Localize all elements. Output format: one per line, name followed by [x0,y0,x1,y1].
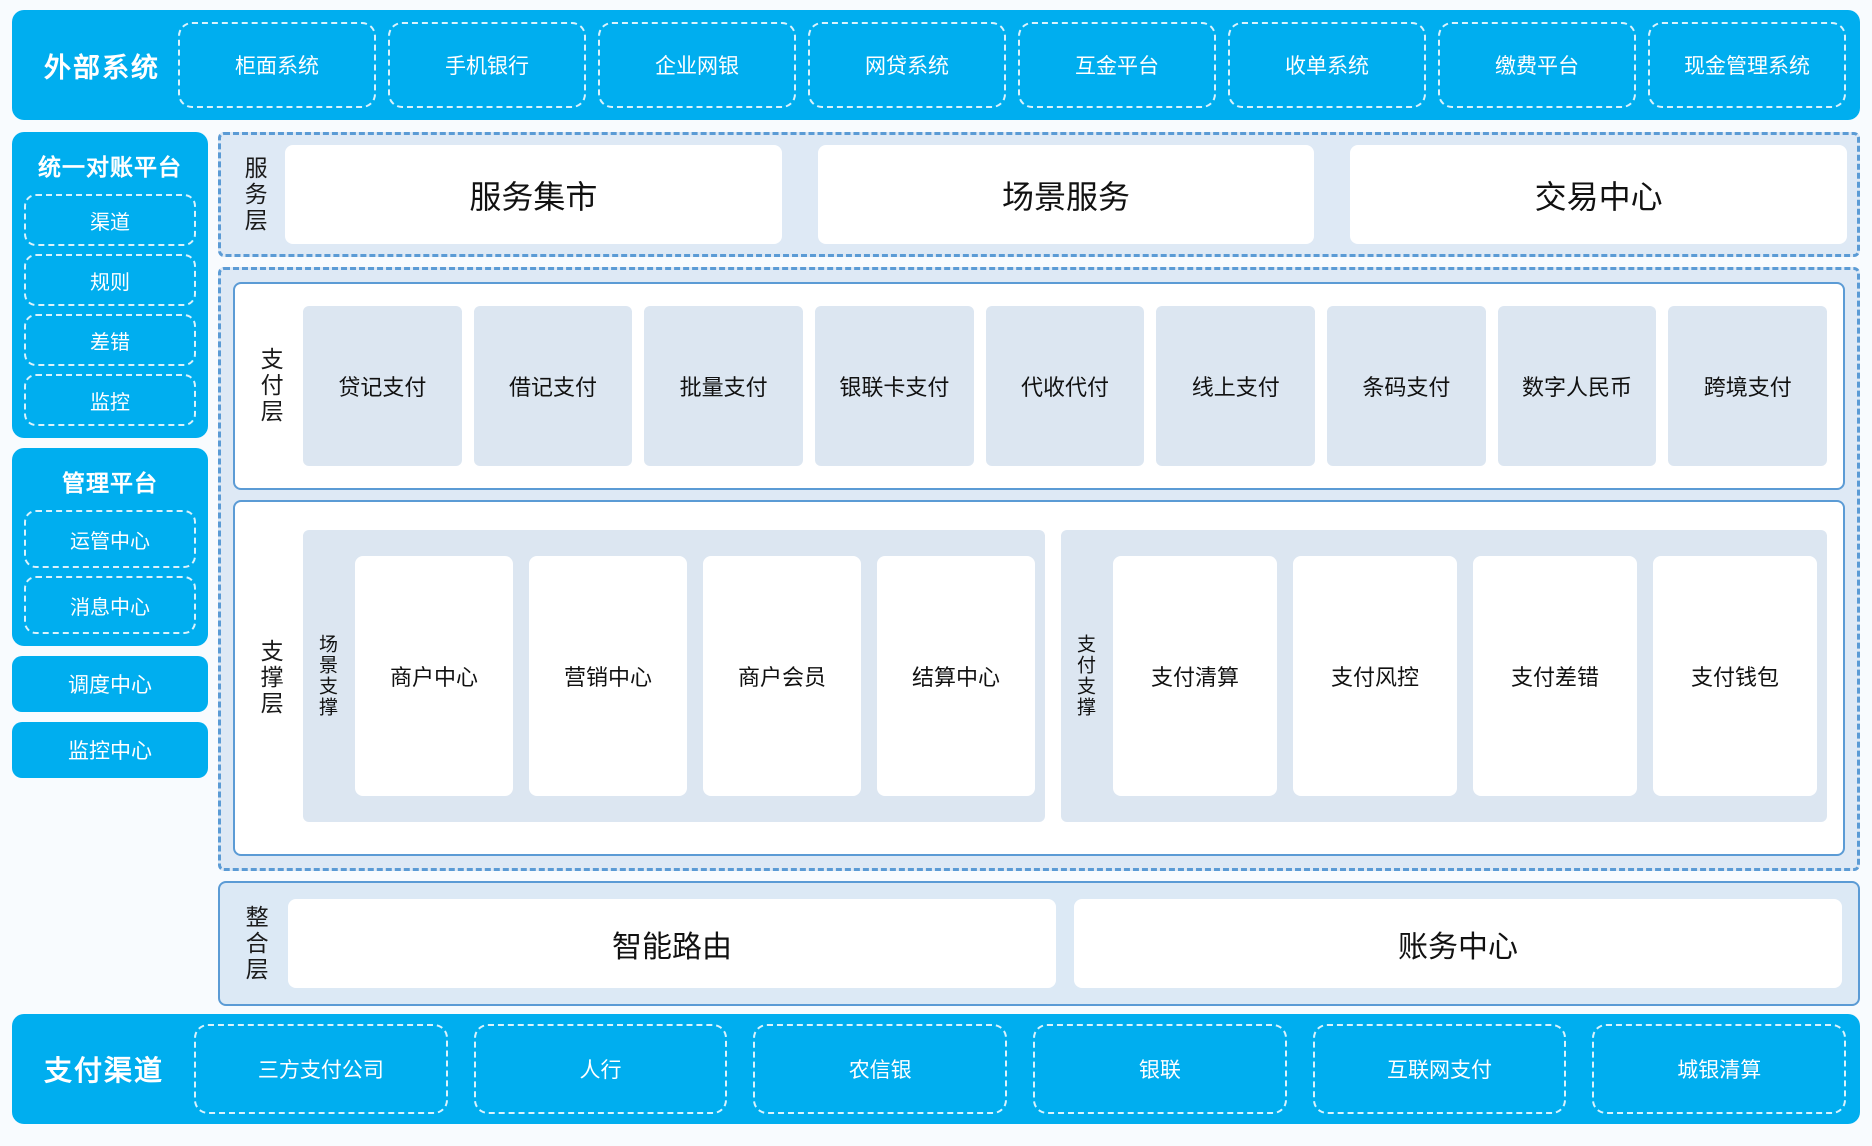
support-card-payment-error[interactable]: 支付差错 [1473,556,1637,796]
sidebar: 统一对账平台 渠道 规则 差错 监控 管理平台 运管中心 消息中心 调度中心 监… [12,132,208,1006]
payment-channel-unionpay[interactable]: 银联 [1033,1024,1287,1114]
payment-item-debit[interactable]: 借记支付 [473,306,633,466]
payment-channel-pboc[interactable]: 人行 [473,1024,728,1114]
payment-layer-items: 贷记支付 借记支付 批量支付 银联卡支付 代收代付 线上支付 条码支付 数字人民… [293,294,1831,478]
external-system-item[interactable]: 互金平台 [1018,22,1216,108]
management-item-message[interactable]: 消息中心 [24,576,196,634]
payment-item-credit[interactable]: 贷记支付 [303,306,462,466]
external-systems-band: 外部系统 柜面系统 手机银行 企业网银 网贷系统 互金平台 收单系统 缴费平台 … [12,10,1860,120]
management-item-operations[interactable]: 运管中心 [24,510,196,568]
sidebar-item-monitoring-center[interactable]: 监控中心 [12,722,208,778]
payment-channels-title: 支付渠道 [44,1055,165,1086]
reconcile-item-monitor[interactable]: 监控 [24,374,196,426]
management-platform-panel: 管理平台 运管中心 消息中心 [12,448,208,646]
support-card-merchant-member[interactable]: 商户会员 [703,556,861,796]
external-system-item[interactable]: 企业网银 [598,22,796,108]
support-group-scenario: 场景支撑 商户中心 营销中心 商户会员 结算中心 [303,530,1045,822]
service-card-market[interactable]: 服务集市 [285,145,782,244]
payment-channels-band: 支付渠道 三方支付公司 人行 农信银 银联 互联网支付 城银清算 [12,1014,1860,1124]
integration-card-accounting-center[interactable]: 账务中心 [1074,899,1842,988]
external-system-item[interactable]: 手机银行 [388,22,586,108]
support-group-payment: 支付支撑 支付清算 支付风控 支付差错 支付钱包 [1061,530,1827,822]
service-card-transaction[interactable]: 交易中心 [1350,145,1848,244]
support-card-merchant-center[interactable]: 商户中心 [355,556,513,796]
core-layers-container: 支付层 贷记支付 借记支付 批量支付 银联卡支付 代收代付 线上支付 条码支付 … [218,267,1860,871]
support-group-payment-label: 支付支撑 [1073,634,1095,718]
support-group-scenario-label: 场景支撑 [315,634,337,718]
sidebar-item-scheduling-center[interactable]: 调度中心 [12,656,208,712]
support-card-settlement-center[interactable]: 结算中心 [877,556,1035,796]
reconcile-item-channel[interactable]: 渠道 [24,194,196,246]
payment-channel-third-party[interactable]: 三方支付公司 [194,1024,448,1114]
payment-item-batch[interactable]: 批量支付 [644,306,804,466]
payment-item-unionpay-card[interactable]: 银联卡支付 [815,306,974,466]
support-group-scenario-cards: 商户中心 营销中心 商户会员 结算中心 [355,538,1035,814]
management-platform-title: 管理平台 [62,470,158,496]
reconcile-item-rule[interactable]: 规则 [24,254,196,306]
service-layer: 服务层 服务集市 场景服务 交易中心 [218,132,1860,257]
integration-layer-cards: 智能路由 账务中心 [278,893,1846,994]
payment-item-cross-border[interactable]: 跨境支付 [1668,306,1828,466]
support-card-payment-wallet[interactable]: 支付钱包 [1653,556,1817,796]
payment-item-digital-rmb[interactable]: 数字人民币 [1497,306,1657,466]
external-system-item[interactable]: 缴费平台 [1438,22,1636,108]
reconcile-platform-title: 统一对账平台 [38,154,182,180]
reconcile-platform-panel: 统一对账平台 渠道 规则 差错 监控 [12,132,208,438]
support-group-payment-cards: 支付清算 支付风控 支付差错 支付钱包 [1113,538,1817,814]
integration-card-smart-routing[interactable]: 智能路由 [288,899,1056,988]
integration-layer-label: 整合层 [242,904,269,983]
payment-item-online[interactable]: 线上支付 [1156,306,1316,466]
external-systems-title: 外部系统 [44,52,160,83]
payment-channel-city-bank-clearing[interactable]: 城银清算 [1592,1024,1847,1114]
service-layer-cards: 服务集市 场景服务 交易中心 [277,145,1848,244]
external-system-item[interactable]: 收单系统 [1228,22,1426,108]
payment-layer-label: 支付层 [257,347,284,425]
support-card-payment-clearing[interactable]: 支付清算 [1113,556,1277,796]
external-system-item[interactable]: 柜面系统 [178,22,376,108]
support-layer: 支撑层 场景支撑 商户中心 营销中心 商户会员 结算中心 [233,500,1845,856]
external-system-item[interactable]: 网贷系统 [808,22,1006,108]
support-layer-groups: 场景支撑 商户中心 营销中心 商户会员 结算中心 支付支撑 支付清算 [293,512,1831,844]
support-layer-label: 支撑层 [257,639,284,717]
payment-channels-items: 三方支付公司 人行 农信银 银联 互联网支付 城银清算 [194,1014,1847,1124]
support-card-payment-risk[interactable]: 支付风控 [1293,556,1457,796]
external-systems-items: 柜面系统 手机银行 企业网银 网贷系统 互金平台 收单系统 缴费平台 现金管理系… [178,10,1846,120]
reconcile-item-error[interactable]: 差错 [24,314,196,366]
support-card-marketing-center[interactable]: 营销中心 [529,556,687,796]
payment-channel-internet-payment[interactable]: 互联网支付 [1312,1024,1567,1114]
external-system-item[interactable]: 现金管理系统 [1648,22,1846,108]
service-layer-label: 服务层 [241,155,268,234]
layers-column: 服务层 服务集市 场景服务 交易中心 支付层 贷记支付 借记支付 批量支付 银联… [218,132,1860,1006]
payment-layer: 支付层 贷记支付 借记支付 批量支付 银联卡支付 代收代付 线上支付 条码支付 … [233,282,1845,490]
payment-channel-rcc[interactable]: 农信银 [753,1024,1008,1114]
service-card-scenario[interactable]: 场景服务 [817,145,1315,244]
integration-layer: 整合层 智能路由 账务中心 [218,881,1860,1006]
payment-item-collection-payment[interactable]: 代收代付 [985,306,1145,466]
payment-item-barcode[interactable]: 条码支付 [1327,306,1486,466]
middle-region: 统一对账平台 渠道 规则 差错 监控 管理平台 运管中心 消息中心 调度中心 监… [12,132,1860,1006]
